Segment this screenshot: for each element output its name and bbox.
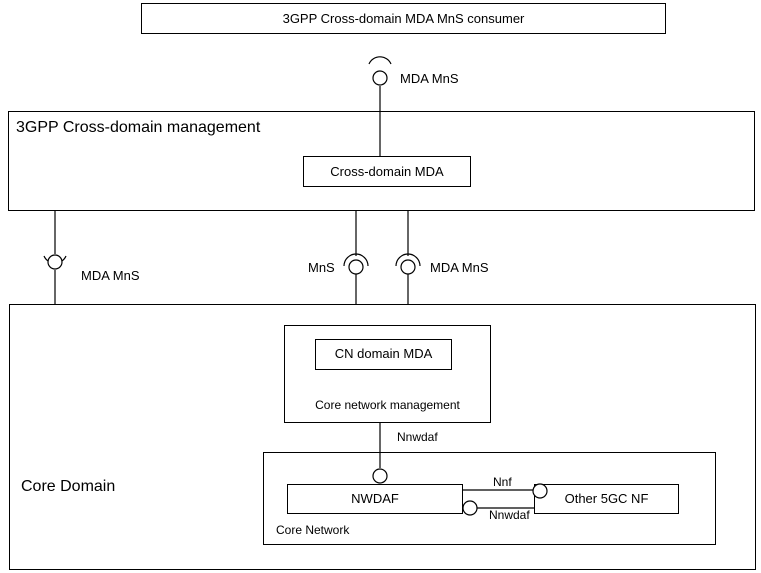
- cn-domain-mda-box: [315, 339, 452, 370]
- core-network-management-label: Core network management: [315, 398, 460, 412]
- cross-domain-management-label: 3GPP Cross-domain management: [16, 119, 261, 136]
- mda-mns-socket-right: [395, 253, 421, 267]
- mns-socket: [343, 253, 369, 267]
- other-5gc-nf-box: [534, 484, 679, 514]
- nnf-interface: [532, 483, 548, 499]
- nwdaf-box: [287, 484, 463, 514]
- nnwdaf-label-vertical: Nnwdaf: [397, 430, 438, 444]
- mns-interface: [348, 259, 364, 275]
- nnwdaf-interface-vertical: [372, 468, 388, 484]
- cn-domain-mda-label: CN domain MDA: [334, 346, 433, 361]
- mda-mns-interface-left: [47, 254, 63, 270]
- mda-mns-interface-top: [372, 70, 388, 86]
- core-network-label: Core Network: [276, 523, 350, 537]
- cross-domain-mda-box: [303, 156, 471, 187]
- mda-mns-interface-right: [400, 259, 416, 275]
- nnwdaf-interface-horizontal: [462, 500, 478, 516]
- mda-mns-socket-top: [368, 56, 392, 65]
- mda-mns-label-top: MDA MnS: [400, 71, 459, 86]
- nnf-label: Nnf: [493, 475, 512, 489]
- nnwdaf-label-horizontal: Nnwdaf: [489, 508, 530, 522]
- cross-domain-mda-label: Cross-domain MDA: [330, 164, 444, 179]
- mns-label: MnS: [308, 260, 335, 275]
- mda-mns-label-left: MDA MnS: [81, 268, 140, 283]
- other-5gc-nf-label: Other 5GC NF: [564, 491, 649, 506]
- nwdaf-label: NWDAF: [351, 491, 399, 506]
- core-domain-label: Core Domain: [21, 478, 116, 495]
- consumer-box: [141, 3, 666, 34]
- mda-mns-label-right: MDA MnS: [430, 260, 489, 275]
- consumer-label: 3GPP Cross-domain MDA MnS consumer: [282, 11, 525, 26]
